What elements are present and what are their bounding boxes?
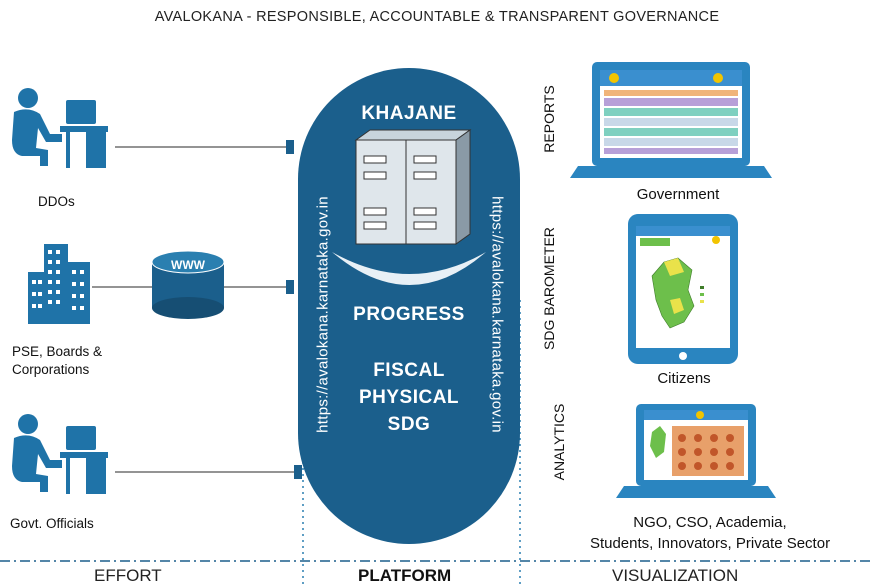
platform-item-fiscal: FISCAL: [373, 360, 445, 381]
connector-officials-end: [294, 465, 302, 479]
output-caption-government: Government: [636, 186, 720, 203]
platform-pill: [298, 68, 520, 544]
source-label-pse-line2: Corporations: [12, 362, 90, 377]
output-caption-citizens: Citizens: [657, 370, 711, 387]
platform-url-left[interactable]: https://avalokana.karnataka.gov.in: [314, 196, 332, 433]
person-at-computer-icon: [12, 414, 108, 494]
footer-visualization: VISUALIZATION: [612, 566, 739, 585]
office-building-icon: [28, 244, 90, 324]
output-caption-ngo-line1: NGO, CSO, Academia,: [633, 514, 787, 531]
source-label-ddos: DDOs: [38, 194, 75, 209]
output-label-reports: REPORTS: [541, 85, 557, 153]
output-label-analytics: ANALYTICS: [551, 403, 567, 481]
laptop-icon: [616, 404, 776, 498]
diagram-title: AVALOKANA - RESPONSIBLE, ACCOUNTABLE & T…: [154, 9, 720, 25]
platform-top-label: KHAJANE: [361, 103, 457, 124]
source-label-pse-line1: PSE, Boards &: [12, 344, 103, 359]
laptop-icon: [570, 62, 772, 178]
platform-item-sdg: SDG: [387, 414, 431, 435]
www-label: WWW: [171, 258, 205, 272]
output-label-sdg-barometer: SDG BAROMETER: [541, 227, 557, 350]
platform-progress-label: PROGRESS: [353, 304, 465, 325]
connector-pse-end: [286, 280, 294, 294]
footer-platform: PLATFORM: [358, 566, 452, 585]
platform-item-physical: PHYSICAL: [358, 387, 460, 408]
source-label-officials: Govt. Officials: [10, 516, 94, 531]
tablet-icon: [628, 214, 738, 364]
output-caption-ngo-line2: Students, Innovators, Private Sector: [589, 535, 831, 552]
platform-url-right[interactable]: https://avalokana.karnataka.gov.in: [488, 196, 506, 433]
footer-effort: EFFORT: [94, 566, 162, 585]
connector-ddos-end: [286, 140, 294, 154]
server-cabinet-icon: [354, 129, 472, 245]
www-database-icon: [151, 250, 225, 319]
person-at-computer-icon: [12, 88, 108, 168]
